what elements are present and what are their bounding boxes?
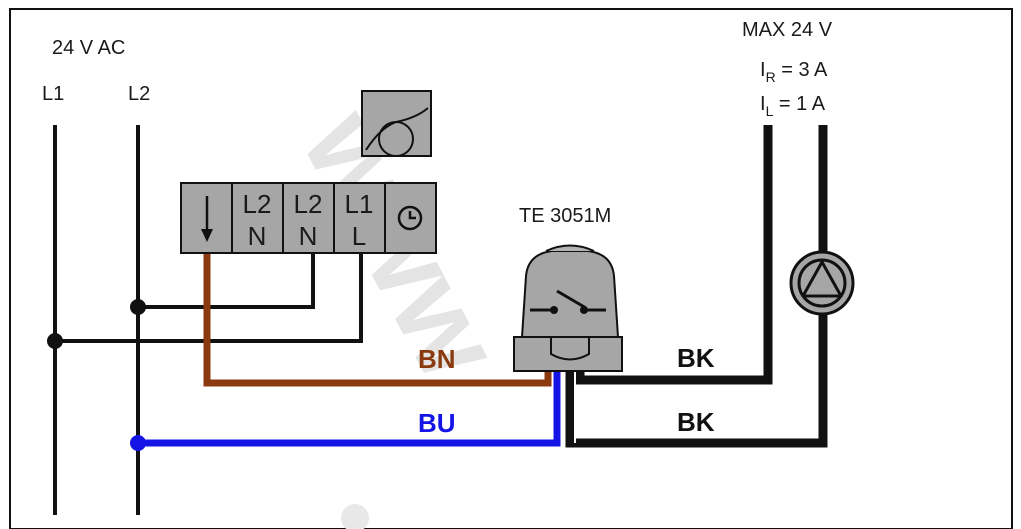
pump-triangle-icon (801, 260, 843, 298)
terminal-1-bottom: N (248, 221, 267, 251)
actuator-cap (545, 244, 595, 252)
junction-l2-neutral (130, 299, 146, 315)
brown-wire (203, 252, 552, 387)
black-wire-top (575, 125, 773, 385)
thermostat-dial-icon (378, 121, 414, 157)
switch-contact-left (550, 306, 558, 314)
terminal-1-top: L2 (243, 189, 272, 219)
black-wire-bottom-label: BK (677, 407, 715, 437)
blue-wire (138, 372, 561, 447)
terminal-3-top: L1 (345, 189, 374, 219)
thermostat-curve (365, 107, 429, 151)
actuator-model-label: TE 3051M (519, 205, 611, 227)
terminal-2-bottom: N (299, 221, 318, 251)
actuator-base-notch (550, 337, 590, 361)
switch-blade-icon (556, 289, 587, 310)
brown-wire-label: BN (418, 344, 456, 374)
line-l2-label: L2 (128, 83, 150, 105)
pump-symbol (789, 250, 855, 316)
blue-wire-label: BU (418, 408, 456, 438)
neutral-wire (138, 252, 315, 309)
terminal-2-top: L2 (294, 189, 323, 219)
room-thermostat (361, 90, 432, 157)
watermark-dot (341, 504, 369, 529)
down-arrowhead (201, 229, 213, 242)
live-wire (55, 252, 363, 343)
clock-icon (397, 205, 423, 231)
junction-l2-blue (130, 435, 146, 451)
terminal-3-bottom: L (352, 221, 366, 251)
diagram-frame (9, 8, 1013, 529)
rating-ir: IR = 3 A (760, 59, 828, 85)
junction-l1-live (47, 333, 63, 349)
terminal-block: L2 N L2 N L1 L (180, 182, 437, 254)
actuator-base (513, 336, 623, 372)
line-l1-label: L1 (42, 83, 64, 105)
clock-hands (408, 211, 416, 220)
actuator-body (520, 250, 620, 338)
terminal-l2-n-1 (231, 182, 284, 254)
supply-voltage-label: 24 V AC (52, 37, 125, 59)
actuator-te3051m (513, 244, 623, 372)
rating-max-voltage: MAX 24 V (742, 19, 833, 41)
rating-il: IL = 1 A (760, 93, 826, 119)
black-wire-top-label: BK (677, 343, 715, 373)
